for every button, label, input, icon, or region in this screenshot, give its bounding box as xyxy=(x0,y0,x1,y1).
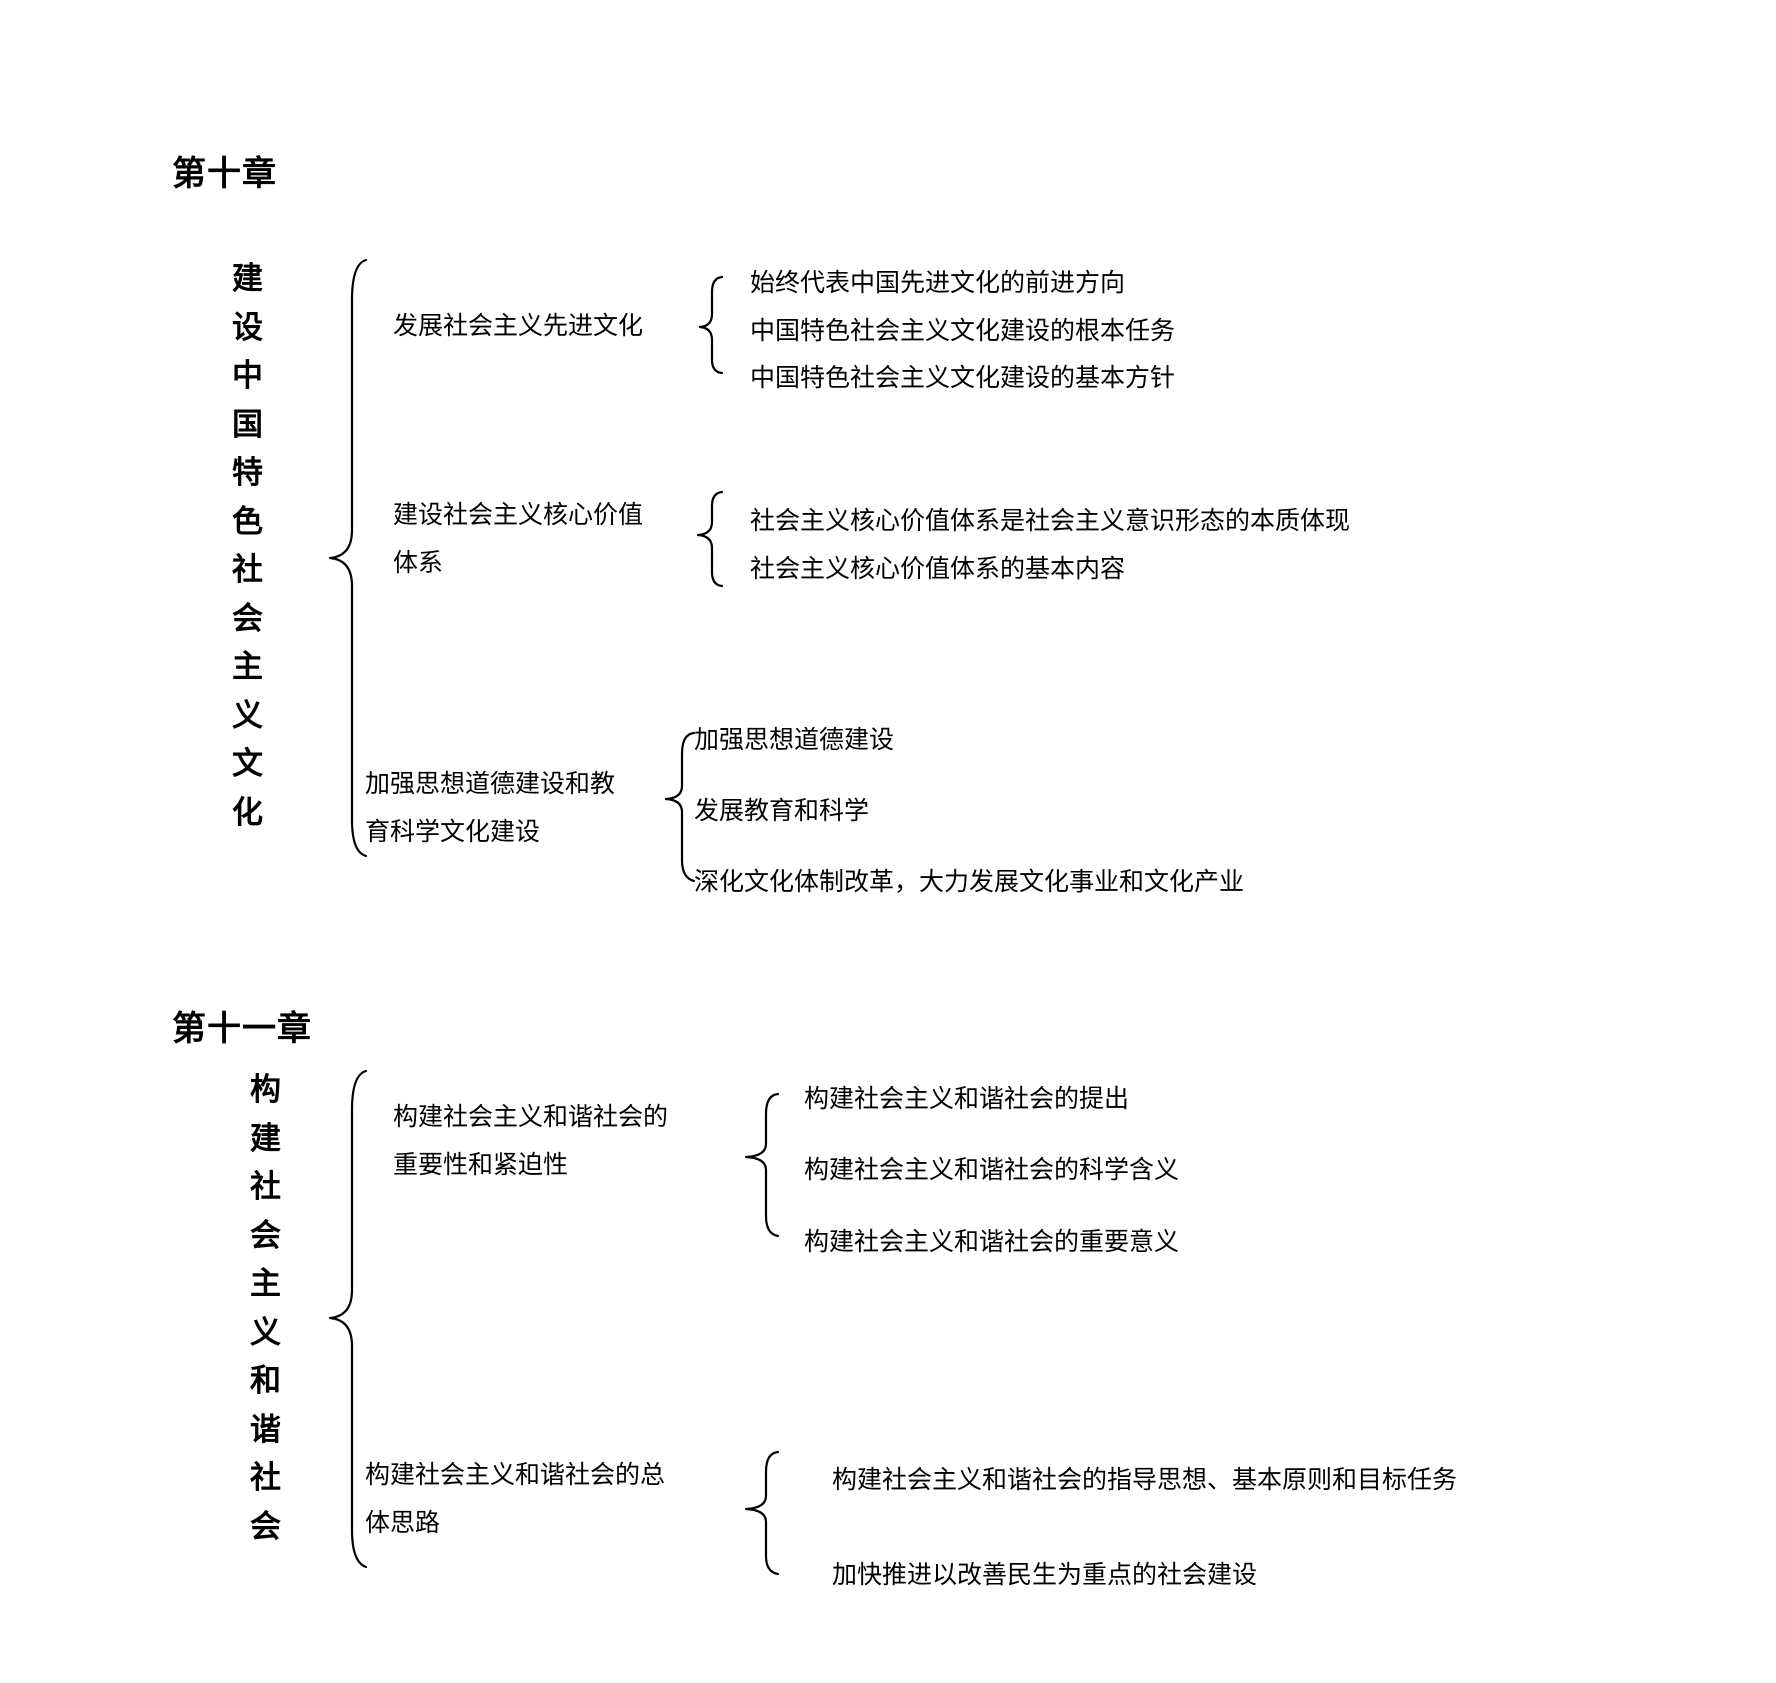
chapter-title-vertical: 建 设 中 国 特 色 社 会 主 义 文 化 xyxy=(232,255,263,837)
chapter-11-main-brace xyxy=(328,1069,368,1569)
section-label-line: 建设社会主义核心价值 xyxy=(393,500,644,529)
section-label-line: 体思路 xyxy=(365,1508,441,1537)
ch10-sec1-brace xyxy=(698,275,724,375)
section-item: 始终代表中国先进文化的前进方向 xyxy=(750,268,1126,297)
section-item: 构建社会主义和谐社会的重要意义 xyxy=(804,1227,1180,1256)
section-label-line: 育科学文化建设 xyxy=(365,817,541,846)
title-char: 设 xyxy=(232,309,263,346)
section-item: 构建社会主义和谐社会的指导思想、基本原则和目标任务 xyxy=(832,1465,1458,1494)
title-char: 义 xyxy=(250,1314,281,1351)
chapter-heading: 第十一章 xyxy=(172,1009,312,1049)
chapter-title-vertical: 构 建 社 会 主 义 和 谐 社 会 xyxy=(250,1066,281,1551)
section-label-line: 体系 xyxy=(393,548,444,577)
section-label: 构建社会主义和谐社会的总 体思路 xyxy=(365,1451,665,1547)
section-label: 建设社会主义核心价值 体系 xyxy=(393,491,643,587)
title-char: 社 xyxy=(232,552,263,588)
title-char: 主 xyxy=(232,649,263,685)
title-char: 会 xyxy=(232,600,263,637)
section-item: 深化文化体制改革，大力发展文化事业和文化产业 xyxy=(694,867,1245,896)
section-item: 社会主义核心价值体系是社会主义意识形态的本质体现 xyxy=(750,506,1351,535)
chapter-10-main-brace xyxy=(328,258,368,858)
title-char: 建 xyxy=(232,261,263,297)
title-char: 色 xyxy=(232,503,263,540)
section-item: 中国特色社会主义文化建设的根本任务 xyxy=(750,316,1176,345)
title-char: 和 xyxy=(250,1363,281,1399)
title-char: 主 xyxy=(250,1266,281,1302)
section-item: 发展教育和科学 xyxy=(694,796,870,825)
section-item: 构建社会主义和谐社会的提出 xyxy=(804,1084,1130,1113)
chapter-heading: 第十章 xyxy=(172,154,277,194)
title-char: 会 xyxy=(250,1217,281,1254)
section-item: 加快推进以改善民生为重点的社会建设 xyxy=(832,1560,1258,1589)
section-item: 构建社会主义和谐社会的科学含义 xyxy=(804,1155,1180,1184)
section-label-line: 加强思想道德建设和教 xyxy=(365,769,616,798)
title-char: 中 xyxy=(232,358,263,394)
title-char: 特 xyxy=(232,455,263,491)
title-char: 社 xyxy=(250,1169,281,1205)
section-item: 中国特色社会主义文化建设的基本方针 xyxy=(750,363,1176,392)
ch11-sec1-brace xyxy=(744,1092,780,1238)
ch10-sec3-brace xyxy=(664,731,696,883)
section-label: 构建社会主义和谐社会的 重要性和紧迫性 xyxy=(393,1093,668,1189)
title-char: 谐 xyxy=(250,1411,281,1448)
title-char: 构 xyxy=(250,1072,281,1108)
section-item: 加强思想道德建设 xyxy=(694,725,895,754)
section-label: 发展社会主义先进文化 xyxy=(393,311,644,340)
title-char: 会 xyxy=(250,1508,281,1545)
title-char: 义 xyxy=(232,697,263,734)
section-label-line: 构建社会主义和谐社会的 xyxy=(393,1102,669,1131)
title-char: 国 xyxy=(232,406,263,443)
section-label-line: 重要性和紧迫性 xyxy=(393,1150,569,1179)
title-char: 文 xyxy=(232,746,263,782)
section-item: 社会主义核心价值体系的基本内容 xyxy=(750,554,1126,583)
section-label: 加强思想道德建设和教 育科学文化建设 xyxy=(365,760,615,856)
title-char: 化 xyxy=(232,794,263,831)
ch11-sec2-brace xyxy=(744,1450,780,1576)
title-char: 建 xyxy=(250,1120,281,1157)
section-label-line: 构建社会主义和谐社会的总 xyxy=(365,1460,666,1489)
title-char: 社 xyxy=(250,1460,281,1496)
ch10-sec2-brace xyxy=(696,490,724,588)
